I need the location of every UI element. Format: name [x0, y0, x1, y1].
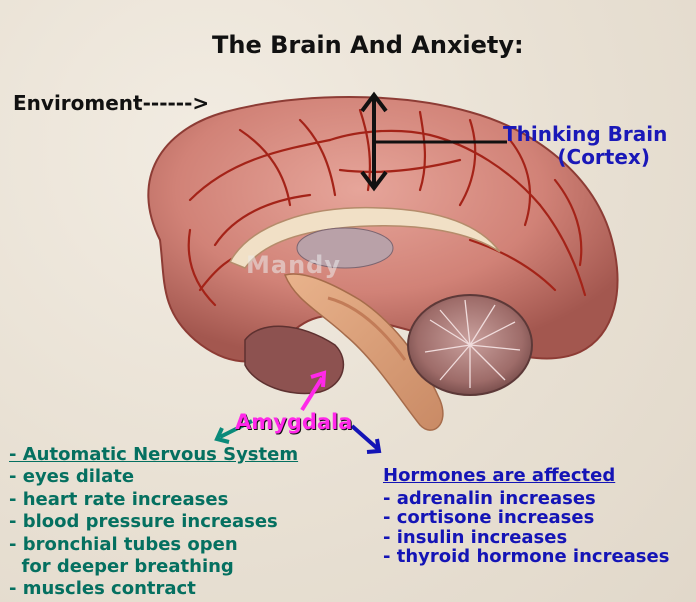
hormones-arrow — [352, 426, 379, 452]
hormone-item: - insulin increases — [383, 528, 669, 548]
watermark: Mandy — [246, 253, 341, 277]
hormone-item: - cortisone increases — [383, 508, 669, 528]
autonomic-item: - muscles contract — [9, 578, 298, 600]
autonomic-item: - heart rate increases — [9, 489, 298, 511]
amygdala-label: Amygdala — [235, 412, 352, 433]
autonomic-response-list: - Automatic Nervous System - eyes dilate… — [9, 444, 298, 601]
temporal-lobe — [245, 326, 343, 393]
hormone-response-list: Hormones are affected - adrenalin increa… — [383, 466, 669, 567]
hormone-item: - thyroid hormone increases — [383, 547, 669, 567]
hormone-item: - adrenalin increases — [383, 489, 669, 509]
thinking-brain-line2: (Cortex) — [540, 147, 667, 167]
cerebellum — [408, 295, 532, 395]
autonomic-item: - eyes dilate — [9, 466, 298, 488]
environment-label: Enviroment------> — [13, 93, 209, 113]
autonomic-item: - bronchial tubes open — [9, 534, 298, 556]
autonomic-item: - blood pressure increases — [9, 511, 298, 533]
autonomic-heading: - Automatic Nervous System — [9, 444, 298, 466]
autonomic-item: for deeper breathing — [9, 556, 298, 578]
hormones-heading: Hormones are affected — [383, 466, 669, 486]
diagram-title: The Brain And Anxiety: — [212, 33, 524, 57]
thinking-brain-label: Thinking Brain (Cortex) — [503, 124, 667, 167]
thinking-brain-line1: Thinking Brain — [503, 124, 667, 144]
